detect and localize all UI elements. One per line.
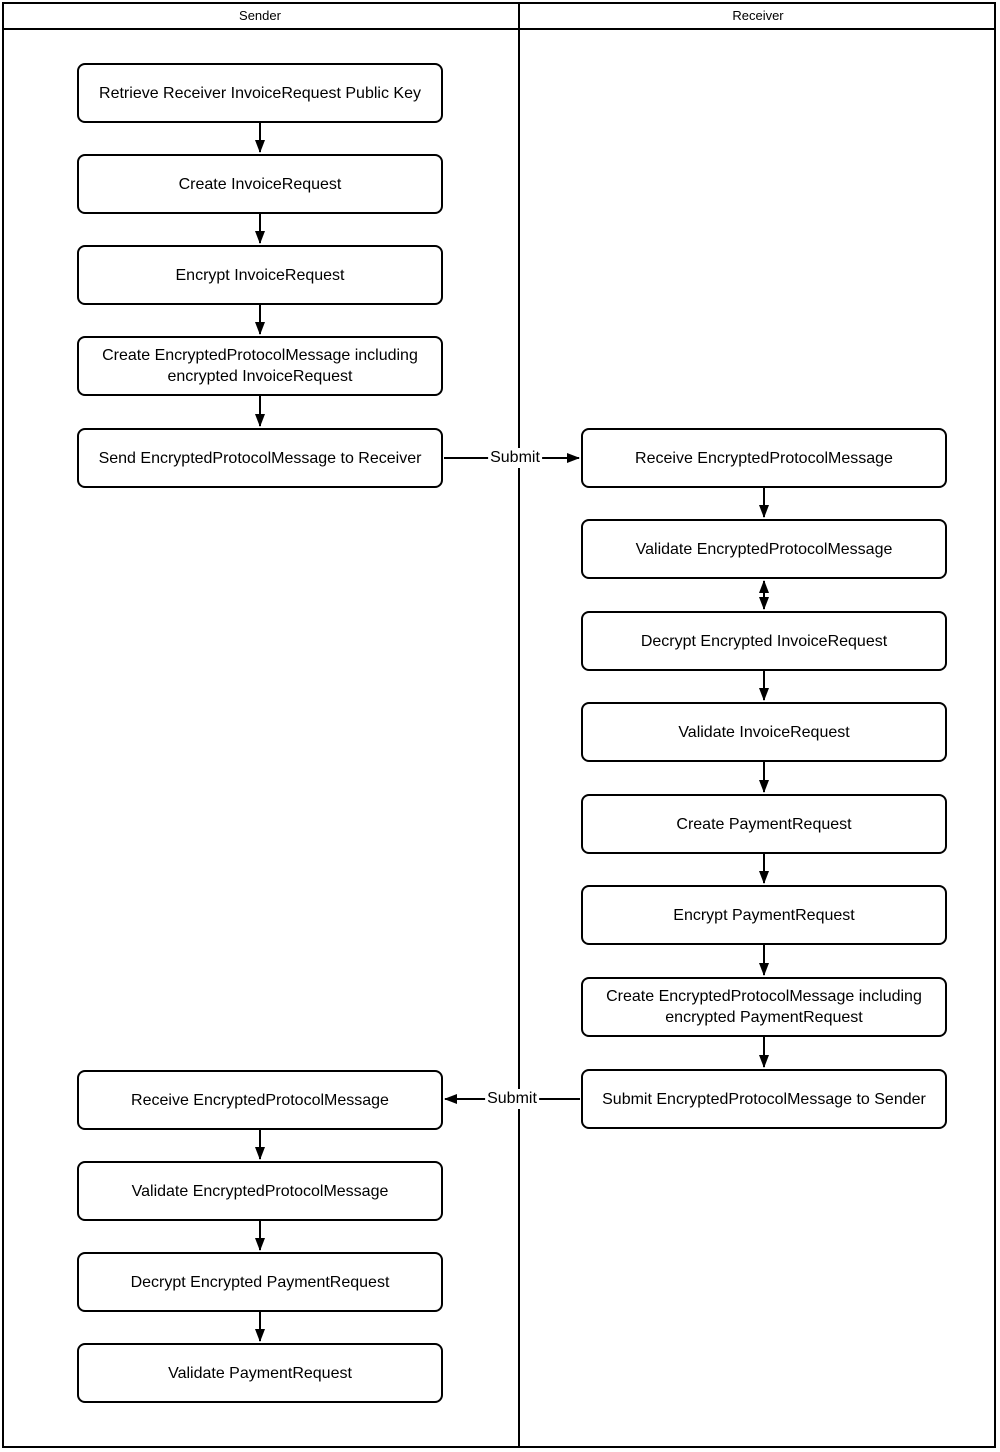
step-retrieve-receiver-invoicerequest-public-key: Retrieve Receiver InvoiceRequest Public … (77, 63, 443, 123)
step-encrypt-invoicerequest: Encrypt InvoiceRequest (77, 245, 443, 305)
submit-to-receiver-label: Submit (488, 448, 542, 468)
header-separator-line (2, 28, 996, 30)
step-create-invoicerequest: Create InvoiceRequest (77, 154, 443, 214)
lane-divider-line (518, 2, 520, 1448)
step-encrypt-paymentrequest: Encrypt PaymentRequest (581, 885, 947, 945)
step-validate-invoicerequest: Validate InvoiceRequest (581, 702, 947, 762)
step-validate-encryptedprotocolmessage-receiver: Validate EncryptedProtocolMessage (581, 519, 947, 579)
step-decrypt-encrypted-invoicerequest: Decrypt Encrypted InvoiceRequest (581, 611, 947, 671)
step-send-encryptedprotocolmessage-to-receiver: Send EncryptedProtocolMessage to Receive… (77, 428, 443, 488)
lane-header-receiver: Receiver (732, 7, 784, 23)
step-decrypt-encrypted-paymentrequest: Decrypt Encrypted PaymentRequest (77, 1252, 443, 1312)
step-submit-encryptedprotocolmessage-to-sender: Submit EncryptedProtocolMessage to Sende… (581, 1069, 947, 1129)
step-receive-encryptedprotocolmessage-sender: Receive EncryptedProtocolMessage (77, 1070, 443, 1130)
lane-header-sender: Sender (239, 7, 281, 23)
step-create-paymentrequest: Create PaymentRequest (581, 794, 947, 854)
step-receive-encryptedprotocolmessage-receiver: Receive EncryptedProtocolMessage (581, 428, 947, 488)
step-validate-paymentrequest: Validate PaymentRequest (77, 1343, 443, 1403)
step-create-encryptedprotocolmessage-paymentrequest: Create EncryptedProtocolMessage includin… (581, 977, 947, 1037)
step-create-encryptedprotocolmessage-invoicerequest: Create EncryptedProtocolMessage includin… (77, 336, 443, 396)
submit-to-sender-label: Submit (485, 1089, 539, 1109)
step-validate-encryptedprotocolmessage-sender: Validate EncryptedProtocolMessage (77, 1161, 443, 1221)
